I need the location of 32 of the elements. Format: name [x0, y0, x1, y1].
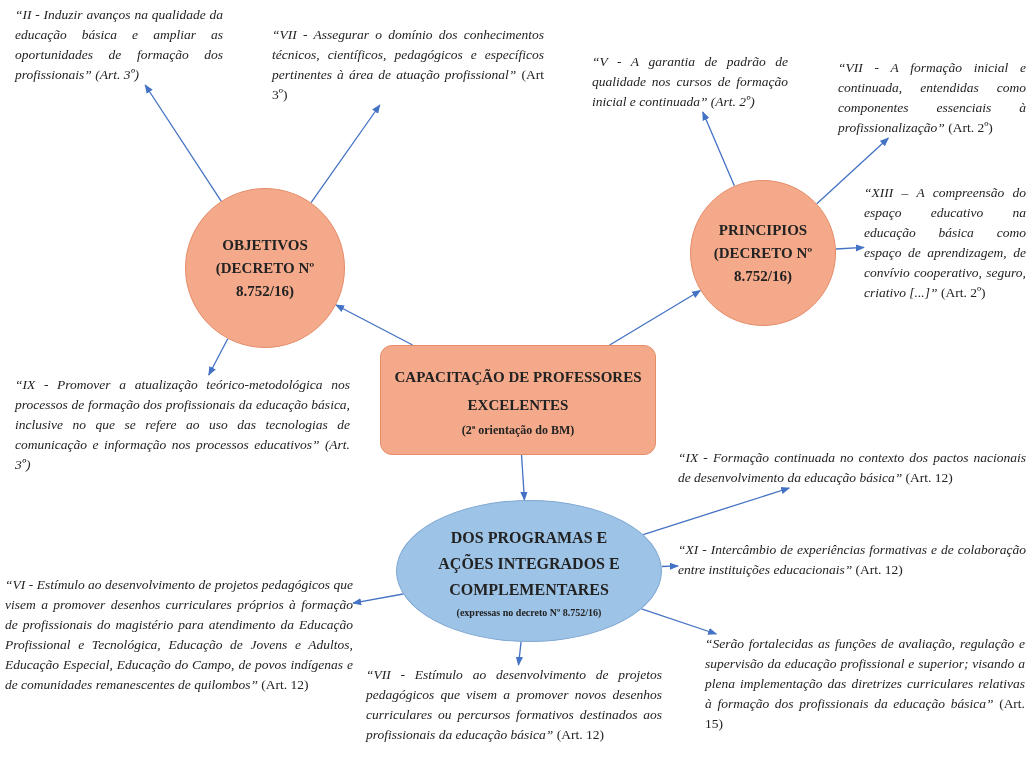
arrow — [335, 304, 414, 346]
quote-text: “Serão fortalecidas as funções de avaliação, regulação e supervisão da educação profissional e superior; visando a plena implementação das diretrizes curriculares relativas à formação dos profissionais da educação básica” (Art. 15) — [705, 634, 1025, 734]
quote-text: “V - A garantia de padrão de qualidade nos cursos de formação inicial e continuada” (Art. 2º) — [592, 52, 788, 112]
arrow — [144, 84, 222, 202]
quote-text: “XIII – A compreensão do espaço educativo na educação básica como espaço de aprendizagem, de convívio cooperativo, seguro, criativo [...]” (Art. 2º) — [864, 183, 1026, 303]
arrow — [702, 111, 735, 187]
box-subtitle: (2ª orientação do BM) — [461, 422, 575, 438]
central-box — [380, 345, 656, 455]
quote-text: “VII - Estímulo ao desenvolvimento de projetos pedagógicos que visem a promover novos desenhos curriculares ou percursos formativos destinados aos profissionais da educação básica” (Art. 12) — [366, 665, 662, 745]
box-title: CAPACITAÇÃO DE PROFESSORES EXCELENTES — [393, 367, 643, 415]
arrow — [609, 289, 702, 346]
arrow — [520, 454, 528, 501]
quote-text: “VI - Estímulo ao desenvolvimento de projetos pedagógicos que visem a promover desenhos curriculares próprios à formação de profissionais do magistério para atendimento da Educação Profissional e Tecnológica, Educação de Jovens e Adultos, Educação Especial, Educação do Campo, de povos indígenas e de comunidades remanescentes de quilombos” (Art. 12) — [5, 575, 353, 695]
arrow — [816, 137, 890, 205]
ellipse-title: DOS PROGRAMAS E AÇÕES INTEGRADOS E COMPLEMENTARES — [437, 527, 621, 600]
quote-text: “IX - Promover a atualização teórico-metodológica nos processos de formação dos profissionais da educação básica, inclusive no que se refere ao uso das tecnologias de comunicação e informação nos processos educativos” (Art. 3º) — [15, 375, 350, 475]
quote-text: “XI - Intercâmbio de experiências formativas e de colaboração entre instituições educacionais” (Art. 12) — [678, 540, 1026, 580]
arrow — [661, 562, 679, 570]
ellipse-subtitle: (expressas no decreto Nº 8.752/16) — [456, 606, 602, 618]
quote-text: “VII - A formação inicial e continuada, entendidas como componentes essenciais à profissionalização” (Art. 2º) — [838, 58, 1026, 138]
arrow — [310, 104, 381, 204]
arrow — [642, 487, 791, 536]
quote-text: “VII - Assegurar o domínio dos conhecimentos técnicos, científicos, pedagógicos e específicos pertinentes à área de atuação profissional” (Art 3º) — [272, 25, 544, 105]
arrow — [208, 338, 229, 376]
quote-text: “IX - Formação continuada no contexto dos pactos nacionais de desenvolvimento da educação básica” (Art. 12) — [678, 448, 1026, 488]
arrow — [640, 608, 718, 635]
circle-label: PRINCIPIOS (DECRETO Nº 8.752/16) — [712, 220, 814, 286]
quote-text: “II - Induzir avanços na qualidade da educação básica e ampliar as oportunidades de formação dos profissionais” (Art. 3º) — [15, 5, 223, 85]
circle-label: OBJETIVOS (DECRETO Nº 8.752/16) — [214, 235, 316, 301]
arrow — [352, 593, 404, 606]
arrow — [835, 244, 865, 252]
arrow — [515, 641, 523, 666]
